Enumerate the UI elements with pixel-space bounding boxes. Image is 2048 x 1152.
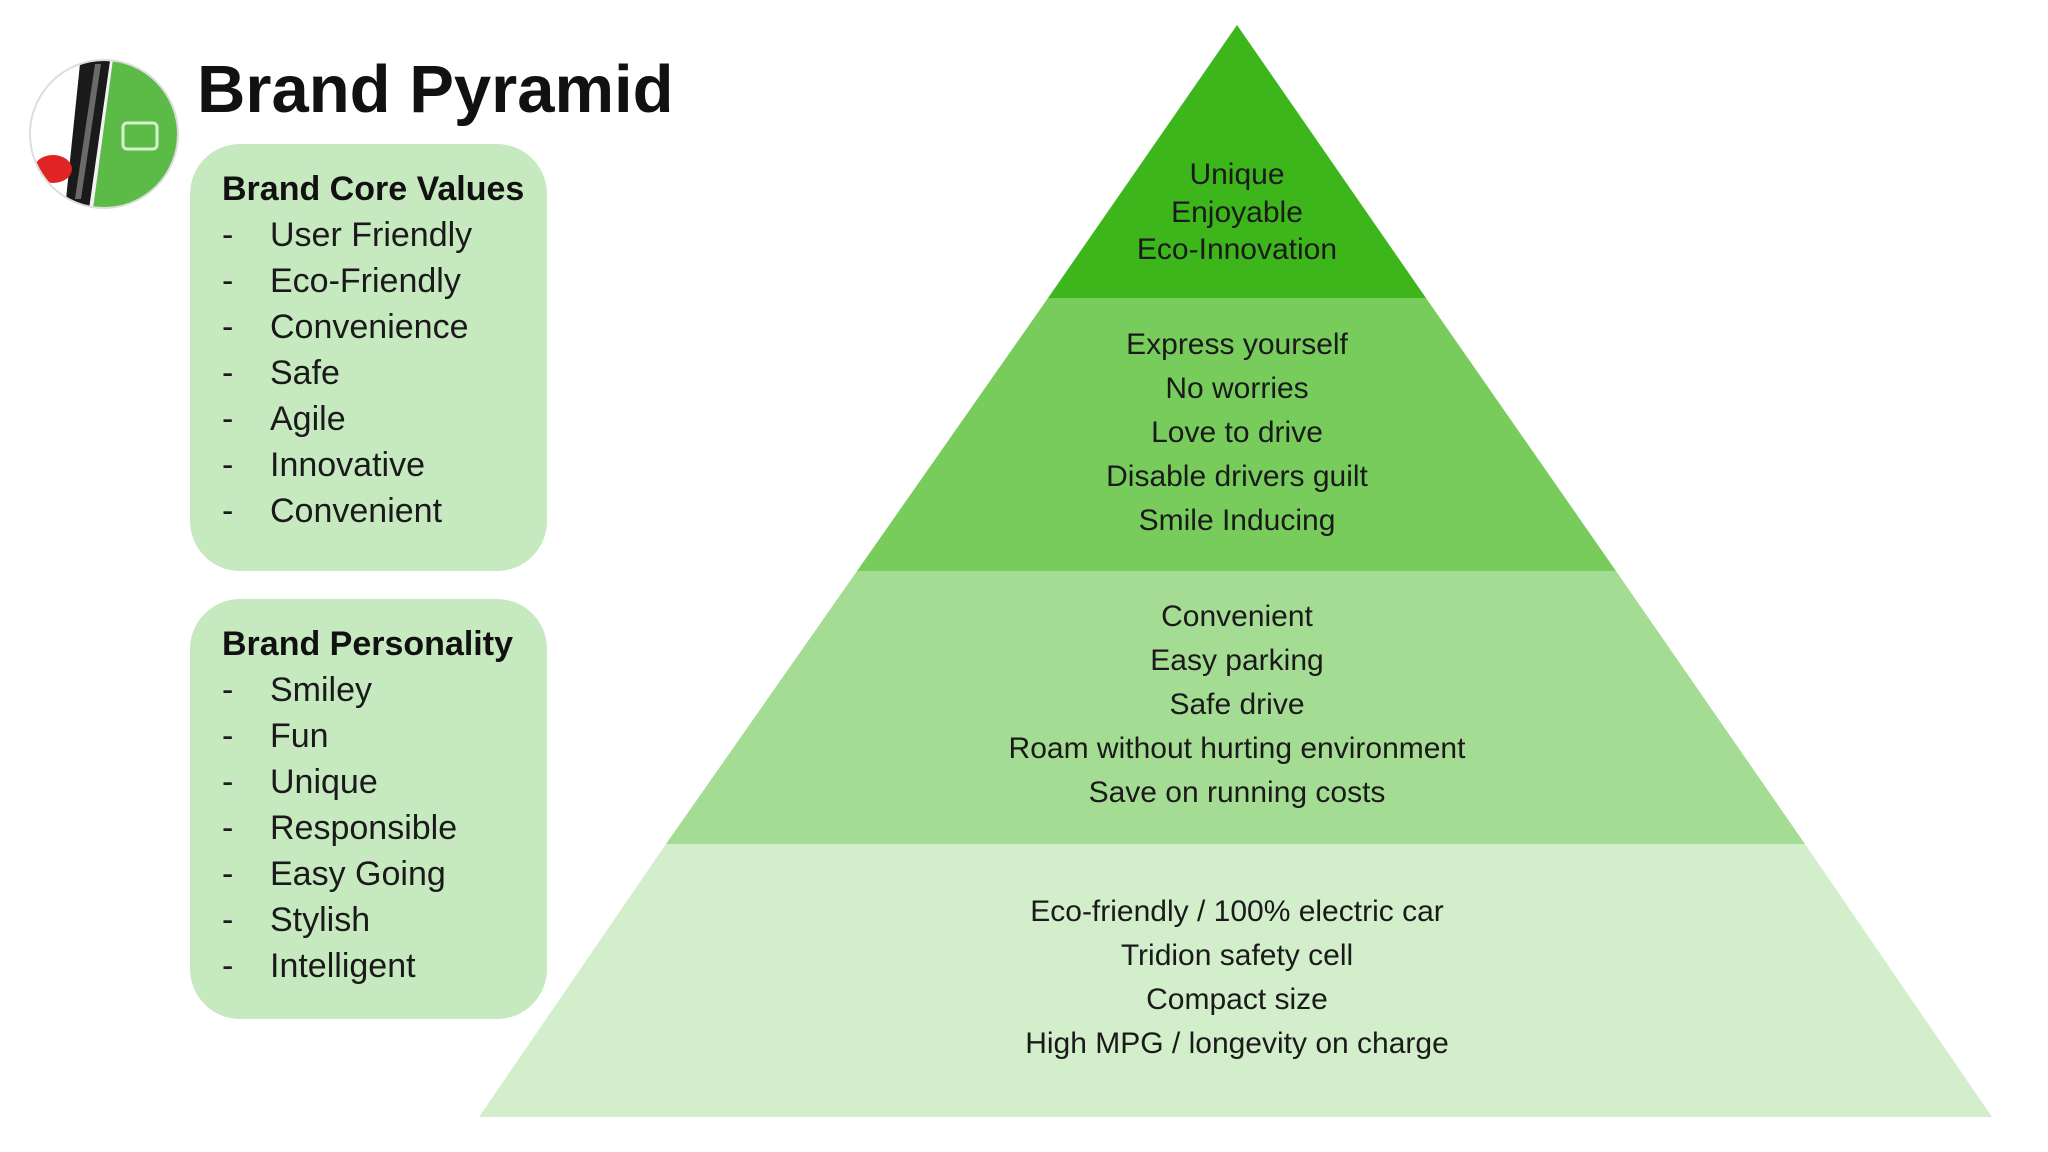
core-value-item: -Agile (222, 396, 547, 442)
tier-line: Love to drive (1151, 416, 1323, 449)
tier-line: Disable drivers guilt (1106, 460, 1368, 493)
pyramid-tier-emotional-benefits (857, 298, 1616, 571)
list-dash: - (222, 354, 234, 392)
core-value-label: Convenience (270, 308, 469, 346)
list-dash: - (222, 901, 234, 939)
core-value-item: -Convenient (222, 488, 547, 534)
list-dash: - (222, 308, 234, 346)
core-value-item: -Innovative (222, 442, 547, 488)
core-value-label: Innovative (270, 446, 425, 484)
brand-personality-list: -Smiley -Fun -Unique -Responsible -Easy … (222, 667, 547, 989)
tier-line: Unique (1189, 158, 1285, 191)
list-dash: - (222, 262, 234, 300)
tier-line: High MPG / longevity on charge (1025, 1027, 1449, 1060)
personality-item: -Stylish (222, 897, 547, 943)
list-dash: - (222, 446, 234, 484)
personality-label: Stylish (270, 901, 371, 939)
personality-item: -Unique (222, 759, 547, 805)
tier-line: Tridion safety cell (1120, 939, 1354, 972)
list-dash: - (222, 216, 234, 254)
brand-personality-panel: Brand Personality -Smiley -Fun -Unique -… (190, 599, 547, 1019)
core-value-label: Agile (270, 400, 346, 438)
tier-line: Smile Inducing (1138, 504, 1336, 537)
personality-item: -Fun (222, 713, 547, 759)
core-value-label: Eco-Friendly (270, 262, 461, 300)
personality-label: Unique (270, 763, 378, 801)
personality-item: -Easy Going (222, 851, 547, 897)
tier-line: Eco-Innovation (1136, 233, 1338, 266)
list-dash: - (222, 717, 234, 755)
personality-item: -Responsible (222, 805, 547, 851)
brand-core-values-panel: Brand Core Values -User Friendly -Eco-Fr… (190, 144, 547, 571)
tier-line: Enjoyable (1171, 195, 1303, 229)
personality-label: Responsible (270, 809, 458, 847)
list-dash: - (222, 855, 234, 893)
brand-core-values-heading: Brand Core Values (222, 170, 525, 208)
personality-label: Smiley (270, 671, 373, 709)
personality-label: Fun (270, 717, 329, 755)
list-dash: - (222, 492, 234, 530)
list-dash: - (222, 763, 234, 801)
brand-personality-heading: Brand Personality (222, 625, 513, 663)
pyramid-tier-functional-benefits-text: Convenient Easy parking Safe drive Roam … (937, 595, 1537, 815)
tier-line: Roam without hurting environment (1008, 732, 1466, 765)
core-value-item: -User Friendly (222, 212, 547, 258)
tier-line: Save on running costs (1088, 776, 1386, 809)
list-dash: - (222, 947, 234, 985)
core-value-label: Safe (270, 354, 340, 392)
pyramid-tier-base (479, 844, 1992, 1117)
tier-line: Convenient (1161, 600, 1313, 633)
pyramid-tier-apex (1048, 25, 1426, 298)
personality-item: -Intelligent (222, 943, 547, 989)
tier-line: Eco-friendly / 100% electric car (1030, 895, 1444, 928)
tier-line: Compact size (1146, 983, 1328, 1016)
core-value-item: -Convenience (222, 304, 547, 350)
list-dash: - (222, 400, 234, 438)
pyramid-tier-emotional-benefits-text: Express yourself No worries Love to driv… (937, 323, 1537, 543)
tier-line: No worries (1165, 372, 1309, 405)
personality-label: Intelligent (270, 947, 416, 985)
core-value-label: Convenient (270, 492, 443, 530)
page-title: Brand Pyramid (197, 52, 674, 127)
list-dash: - (222, 671, 234, 709)
tier-line: Express yourself (1126, 328, 1348, 361)
core-value-item: -Eco-Friendly (222, 258, 547, 304)
list-dash: - (222, 809, 234, 847)
pyramid-tier-functional-benefits (666, 571, 1805, 844)
tier-line: Safe drive (1169, 688, 1305, 721)
electric-car-icon (29, 59, 179, 209)
personality-label: Easy Going (270, 855, 446, 893)
personality-item: -Smiley (222, 667, 547, 713)
core-value-label: User Friendly (270, 216, 473, 254)
pyramid-tier-apex-text: Unique Enjoyable Eco-Innovation (937, 156, 1537, 269)
tier-line: Easy parking (1150, 644, 1324, 677)
core-value-item: -Safe (222, 350, 547, 396)
pyramid-tier-base-text: Eco-friendly / 100% electric car Tridion… (937, 890, 1537, 1066)
brand-core-values-list: -User Friendly -Eco-Friendly -Convenienc… (222, 212, 547, 534)
